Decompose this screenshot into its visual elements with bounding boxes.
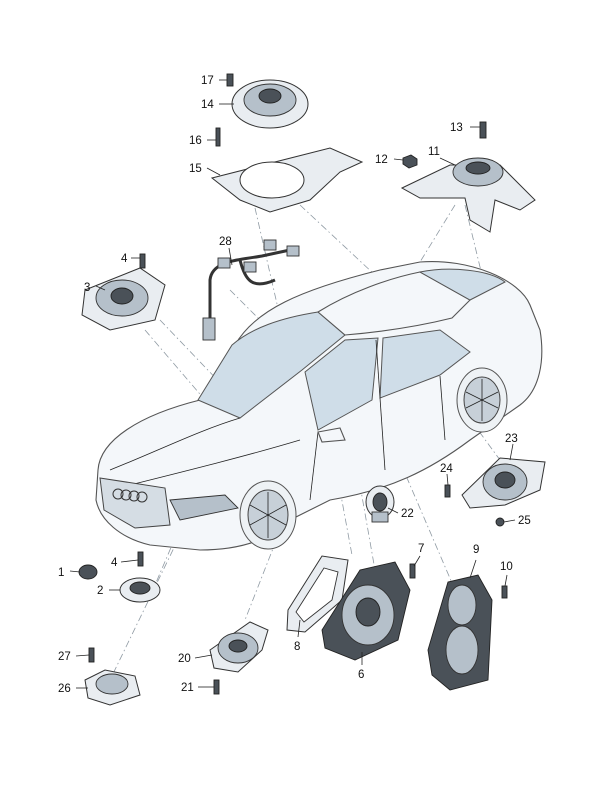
part-15-bracket[interactable] xyxy=(210,147,364,213)
callout-21: 21 xyxy=(181,682,194,694)
part-6-woofer[interactable] xyxy=(321,561,411,661)
callout-27: 27 xyxy=(58,651,71,663)
part-13-screw[interactable] xyxy=(479,121,487,139)
callout-13: 13 xyxy=(450,122,463,134)
callout-7: 7 xyxy=(418,543,424,555)
callout-20: 20 xyxy=(178,653,191,665)
headlight xyxy=(169,494,239,521)
brand-rings xyxy=(112,488,148,503)
part-20-speaker[interactable] xyxy=(209,621,269,673)
rear-side-window xyxy=(379,329,471,399)
part-10-screw[interactable] xyxy=(501,585,508,599)
callout-24: 24 xyxy=(440,463,453,475)
callout-22: 22 xyxy=(401,508,414,520)
part-27-screw[interactable] xyxy=(88,647,95,663)
callout-14: 14 xyxy=(201,99,214,111)
part-9-rear-speaker[interactable] xyxy=(427,574,493,691)
front-side-window xyxy=(304,337,379,431)
part-16-screw[interactable] xyxy=(215,127,221,147)
part-8-gasket[interactable] xyxy=(286,555,349,633)
windshield xyxy=(197,311,346,419)
part-24-screw[interactable] xyxy=(444,484,451,498)
part-22-speaker[interactable] xyxy=(365,485,395,523)
callout-23: 23 xyxy=(505,433,518,445)
part-28-wiring-harness[interactable] xyxy=(202,239,300,341)
part-11-speaker-bracket[interactable] xyxy=(400,157,536,233)
callout-16: 16 xyxy=(189,135,202,147)
part-2-tweeter[interactable] xyxy=(119,577,161,603)
callout-11: 11 xyxy=(428,146,440,158)
callout-12: 12 xyxy=(375,154,388,166)
part-21-screw[interactable] xyxy=(213,679,220,695)
callout-6: 6 xyxy=(358,669,364,681)
part-4-screw-upper[interactable] xyxy=(139,253,146,269)
part-14-speaker[interactable] xyxy=(231,79,309,129)
front-wheel xyxy=(239,480,297,550)
callout-28: 28 xyxy=(219,236,232,248)
callout-4a: 4 xyxy=(121,253,128,265)
leader-lines xyxy=(69,79,516,689)
part-1-nut[interactable] xyxy=(78,564,98,580)
callout-8: 8 xyxy=(294,641,300,653)
callout-26: 26 xyxy=(58,683,71,695)
callout-4b: 4 xyxy=(111,557,118,569)
car-illustration xyxy=(95,260,543,551)
part-4-screw-lower[interactable] xyxy=(137,551,144,567)
callout-17: 17 xyxy=(201,75,214,87)
part-26-speaker[interactable] xyxy=(84,669,141,706)
callout-3: 3 xyxy=(84,282,90,294)
callout-labels: 1 2 3 4 4 6 7 8 9 10 11 12 13 14 15 16 1… xyxy=(58,75,531,695)
roof xyxy=(317,271,471,336)
part-17-screw[interactable] xyxy=(226,73,234,87)
part-7-screw[interactable] xyxy=(409,563,416,579)
rear-window xyxy=(418,268,506,301)
part-23-speaker[interactable] xyxy=(461,457,546,509)
part-25-clip[interactable] xyxy=(495,517,505,527)
callout-2: 2 xyxy=(97,585,103,597)
part-3-speaker[interactable] xyxy=(81,267,166,331)
callout-10: 10 xyxy=(500,561,513,573)
part-12-nut[interactable] xyxy=(402,154,418,169)
front-grille xyxy=(99,477,171,529)
callout-25: 25 xyxy=(518,515,531,527)
rear-wheel xyxy=(456,367,508,433)
callout-1: 1 xyxy=(58,567,64,579)
callout-9: 9 xyxy=(473,544,479,556)
callout-15: 15 xyxy=(189,163,202,175)
side-mirror xyxy=(317,427,346,443)
